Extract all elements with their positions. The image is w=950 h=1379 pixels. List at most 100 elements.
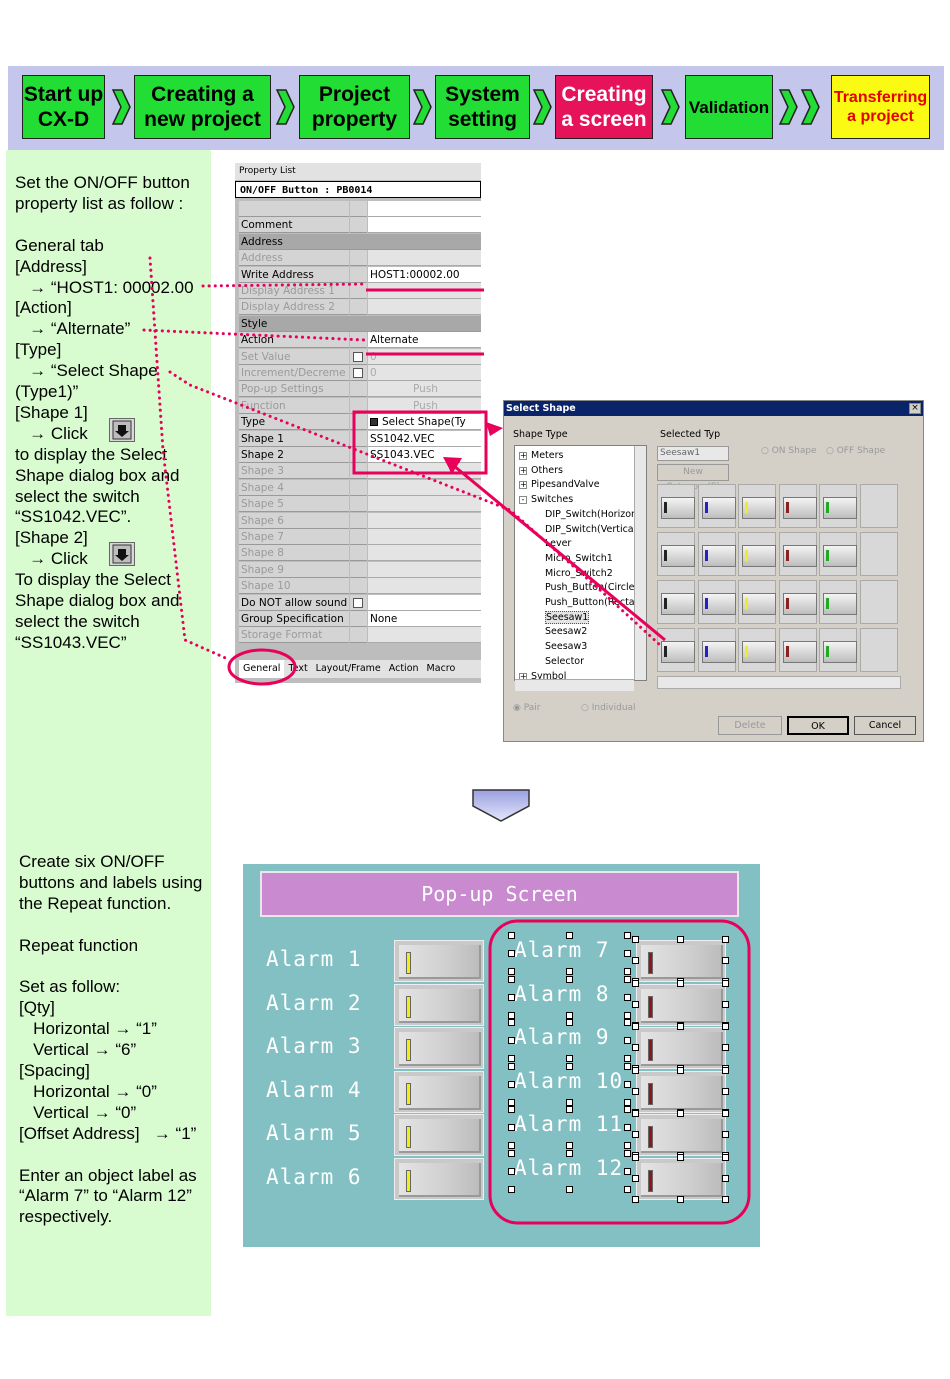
grid-hscrollbar[interactable]	[657, 676, 901, 689]
new-category-button[interactable]: New Category(E)	[657, 464, 729, 492]
shape-thumbnail[interactable]	[859, 580, 898, 624]
shape-thumbnail[interactable]	[657, 580, 695, 624]
property-row[interactable]: Shape 9	[239, 561, 481, 578]
property-value[interactable]: Alternate	[368, 332, 481, 349]
selection-handle[interactable]	[508, 975, 515, 983]
alarm-switch[interactable]	[394, 1157, 484, 1200]
property-value[interactable]	[368, 201, 481, 217]
property-value[interactable]	[368, 594, 481, 611]
property-row[interactable]: Shape 3	[239, 463, 481, 480]
selection-handle[interactable]	[624, 950, 631, 957]
selection-handle[interactable]	[722, 1066, 729, 1074]
selection-handle[interactable]	[508, 1055, 515, 1062]
selection-handle[interactable]	[566, 1019, 573, 1026]
shape-thumbnail[interactable]	[657, 628, 695, 672]
shape-thumbnail[interactable]	[778, 580, 817, 624]
selection-handle[interactable]	[722, 1153, 729, 1161]
selection-handle[interactable]	[722, 1195, 729, 1203]
property-value[interactable]	[368, 512, 481, 529]
selection-handle[interactable]	[722, 1000, 729, 1008]
tree-item[interactable]: Lever	[545, 537, 571, 551]
shape-thumbnail[interactable]	[697, 580, 736, 624]
selection-handle[interactable]	[624, 993, 631, 1001]
selection-handle[interactable]	[508, 1149, 515, 1157]
tree-item[interactable]: +Others	[519, 464, 563, 478]
property-row[interactable]: Display Address 1	[239, 283, 481, 299]
tab-general[interactable]: General	[239, 660, 285, 678]
selection-handle[interactable]	[508, 950, 515, 957]
expand-icon[interactable]: +	[519, 465, 527, 475]
tree-scrollbar[interactable]	[634, 446, 646, 680]
property-value[interactable]	[368, 545, 481, 562]
property-value[interactable]: Push	[368, 397, 481, 414]
selection-handle[interactable]	[566, 1149, 573, 1157]
selection-handle[interactable]	[632, 1087, 639, 1095]
tab-layout-frame[interactable]: Layout/Frame	[315, 663, 381, 674]
off-shape-radio[interactable]: ○ OFF Shape	[826, 446, 886, 456]
selection-handle[interactable]	[632, 1023, 639, 1030]
property-value[interactable]: Select Shape(Ty	[368, 414, 481, 431]
selection-handle[interactable]	[632, 1174, 639, 1182]
tab-action[interactable]: Action	[388, 663, 419, 674]
collapse-icon[interactable]: -	[519, 496, 527, 505]
alarm-label[interactable]: Alarm 11	[514, 1112, 624, 1136]
tree-item[interactable]: Micro_Switch2	[545, 567, 613, 581]
selection-handle[interactable]	[566, 1011, 573, 1019]
property-row[interactable]: Do NOT allow sound	[239, 594, 481, 611]
individual-radio[interactable]: ○ Individual	[581, 703, 636, 713]
selection-handle[interactable]	[624, 1124, 631, 1131]
selection-handle[interactable]	[566, 1062, 573, 1070]
selection-handle[interactable]	[508, 1098, 515, 1106]
property-value[interactable]: HOST1:00002.00	[368, 266, 481, 283]
shape-thumbnail[interactable]	[819, 628, 857, 672]
selection-handle[interactable]	[632, 1110, 639, 1117]
selection-handle[interactable]	[508, 1185, 515, 1193]
alarm-label[interactable]: Alarm 12	[514, 1155, 624, 1180]
alarm-switch[interactable]	[394, 1114, 484, 1156]
selection-handle[interactable]	[624, 1142, 631, 1149]
selection-handle[interactable]	[624, 932, 631, 939]
selection-handle[interactable]	[508, 968, 515, 975]
selection-handle[interactable]	[566, 1106, 573, 1113]
selection-handle[interactable]	[677, 1110, 684, 1117]
selection-handle[interactable]	[624, 968, 631, 975]
checkbox[interactable]	[353, 368, 363, 378]
selection-handle[interactable]	[566, 968, 573, 975]
shape-thumbnail[interactable]	[819, 580, 857, 624]
selection-handle[interactable]	[722, 1110, 729, 1117]
property-row[interactable]: Shape 4	[239, 479, 481, 496]
selection-handle[interactable]	[722, 1087, 729, 1095]
checkbox[interactable]	[353, 351, 363, 362]
alarm-switch[interactable]	[636, 1027, 726, 1069]
property-row[interactable]	[239, 201, 481, 217]
selection-handle[interactable]	[677, 1023, 684, 1030]
tree-item[interactable]: Seesaw2	[545, 625, 587, 639]
alarm-switch[interactable]	[394, 940, 484, 982]
tree-item[interactable]: Push_Button(Circle	[545, 581, 635, 595]
selection-handle[interactable]	[566, 1098, 573, 1106]
property-row[interactable]: Display Address 2	[239, 299, 481, 316]
tab-text[interactable]: Text	[288, 663, 308, 674]
alarm-switch[interactable]	[636, 1157, 726, 1200]
selection-handle[interactable]	[632, 936, 639, 943]
expand-icon[interactable]: +	[519, 451, 527, 460]
shape-thumbnail[interactable]	[738, 484, 776, 528]
selection-handle[interactable]	[508, 1019, 515, 1026]
property-value[interactable]: None	[368, 611, 481, 627]
shape-thumbnail[interactable]	[697, 484, 736, 528]
shape-thumbnail[interactable]	[738, 580, 776, 624]
shape-thumbnail[interactable]	[859, 484, 898, 528]
selection-handle[interactable]	[624, 1080, 631, 1088]
selection-handle[interactable]	[722, 957, 729, 964]
property-row[interactable]: Storage Format	[239, 627, 481, 644]
tree-item[interactable]: +Meters	[519, 449, 563, 463]
delete-button[interactable]: Delete	[718, 716, 782, 735]
selection-handle[interactable]	[632, 1066, 639, 1074]
